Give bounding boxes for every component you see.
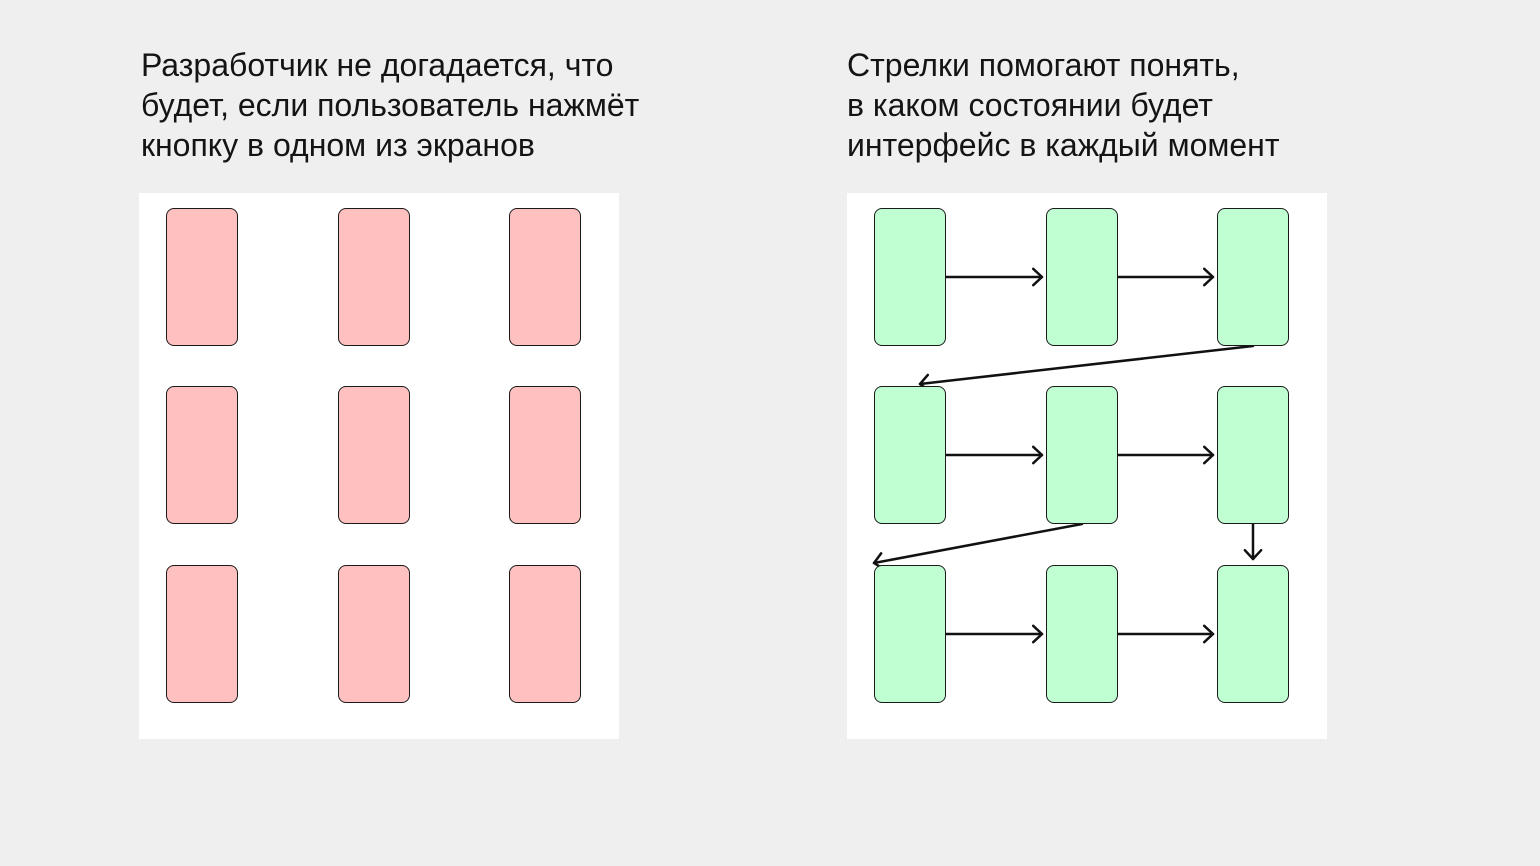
unlinked-screen bbox=[166, 208, 238, 346]
linked-screen bbox=[1046, 565, 1118, 703]
linked-screen bbox=[1046, 386, 1118, 524]
transition-arrow bbox=[1116, 445, 1215, 465]
transition-arrow bbox=[1116, 624, 1215, 644]
linked-screen bbox=[1217, 208, 1289, 346]
linked-screen bbox=[1217, 386, 1289, 524]
linked-screen bbox=[874, 386, 946, 524]
unlinked-screen bbox=[166, 565, 238, 703]
transition-arrow bbox=[872, 522, 1084, 571]
linked-screen bbox=[874, 565, 946, 703]
transition-arrow bbox=[944, 445, 1044, 465]
unlinked-screen bbox=[338, 565, 410, 703]
unlinked-screen bbox=[338, 386, 410, 524]
left-caption: Разработчик не догадается, что будет, ес… bbox=[141, 47, 640, 163]
transition-arrow bbox=[918, 344, 1255, 393]
linked-screen bbox=[1217, 565, 1289, 703]
unlinked-screen bbox=[509, 565, 581, 703]
unlinked-screens-panel bbox=[139, 193, 619, 739]
linked-screen bbox=[1046, 208, 1118, 346]
unlinked-screen bbox=[166, 386, 238, 524]
linked-screens-panel bbox=[847, 193, 1327, 739]
transition-arrow bbox=[1116, 267, 1215, 287]
unlinked-screen bbox=[338, 208, 410, 346]
transition-arrow bbox=[944, 267, 1044, 287]
transition-arrow bbox=[944, 624, 1044, 644]
unlinked-screen bbox=[509, 386, 581, 524]
transition-arrow bbox=[1243, 522, 1263, 561]
linked-screen bbox=[874, 208, 946, 346]
right-caption: Стрелки помогают понять, в каком состоян… bbox=[847, 47, 1280, 163]
unlinked-screen bbox=[509, 208, 581, 346]
